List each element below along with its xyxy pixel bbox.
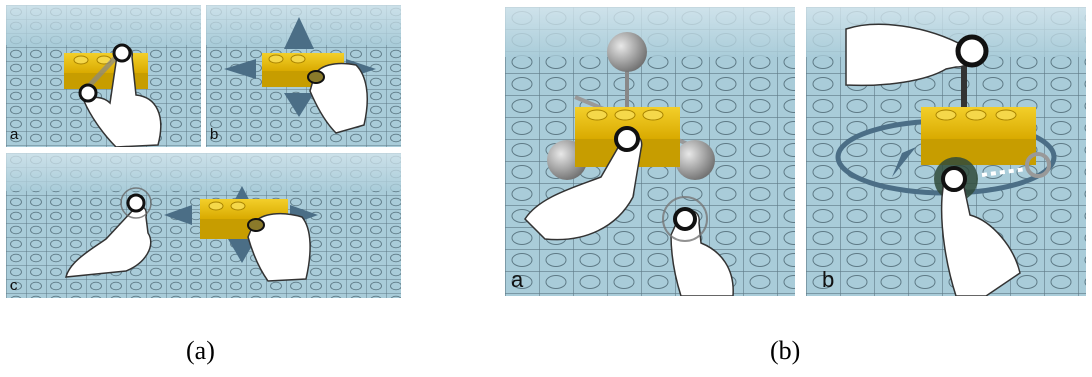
- touch-point-icon: [248, 219, 264, 231]
- touch-point-icon: [128, 195, 144, 211]
- caption-left: (a): [186, 336, 215, 366]
- left-panel-b: b: [206, 5, 401, 147]
- left-panel-b-scene: [206, 5, 401, 147]
- left-panel-c-scene: [6, 153, 401, 298]
- touch-point-icon: [616, 128, 638, 150]
- lego-brick: [921, 107, 1036, 165]
- panel-label: b: [822, 267, 834, 293]
- right-panel-b-scene: [806, 7, 1086, 296]
- touch-point-icon: [958, 37, 986, 65]
- right-panel-b: b: [806, 7, 1086, 296]
- touch-point-icon: [943, 168, 965, 190]
- touch-point-icon: [675, 209, 695, 229]
- right-panel-a: a: [505, 7, 795, 296]
- panel-label: a: [511, 267, 523, 293]
- touch-point-icon: [114, 45, 130, 61]
- caption-right: (b): [770, 336, 800, 366]
- right-panel-a-scene: [505, 7, 795, 296]
- panel-label: b: [210, 126, 218, 143]
- left-panel-c: c: [6, 153, 401, 298]
- gizmo-sphere-icon: [607, 32, 647, 72]
- touch-point-icon: [308, 71, 324, 83]
- panel-label: a: [10, 126, 18, 143]
- left-panel-a-scene: [6, 5, 201, 147]
- gizmo-sphere-icon: [675, 140, 715, 180]
- left-panel-a: a: [6, 5, 201, 147]
- touch-point-icon: [80, 85, 96, 101]
- panel-label: c: [10, 277, 18, 294]
